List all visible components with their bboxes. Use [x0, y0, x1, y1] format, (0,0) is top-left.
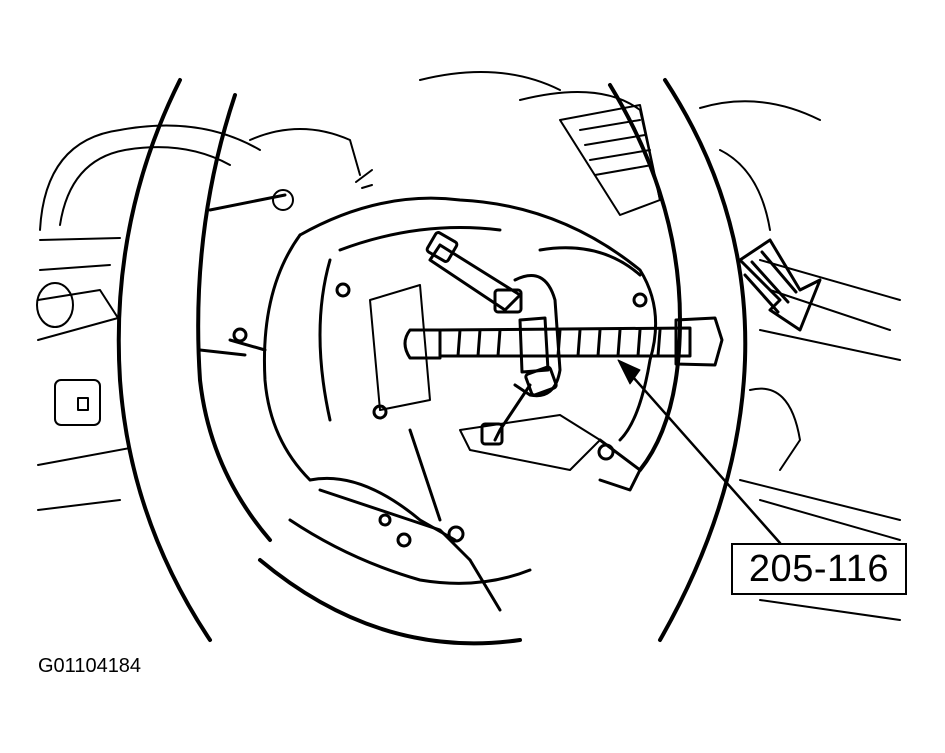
instrument-cluster: [36, 124, 373, 511]
steering-wheel-rim: [116, 78, 748, 646]
callout-leader-arrowhead: [617, 359, 641, 385]
direction-arrow: [738, 238, 822, 332]
callout-leader-line: [623, 366, 782, 545]
steering-hub: [198, 196, 658, 612]
tool-callout-label: 205-116: [731, 543, 907, 595]
figure-id: G01104184: [38, 655, 142, 677]
steering-wheel-puller-tool: [403, 231, 724, 446]
